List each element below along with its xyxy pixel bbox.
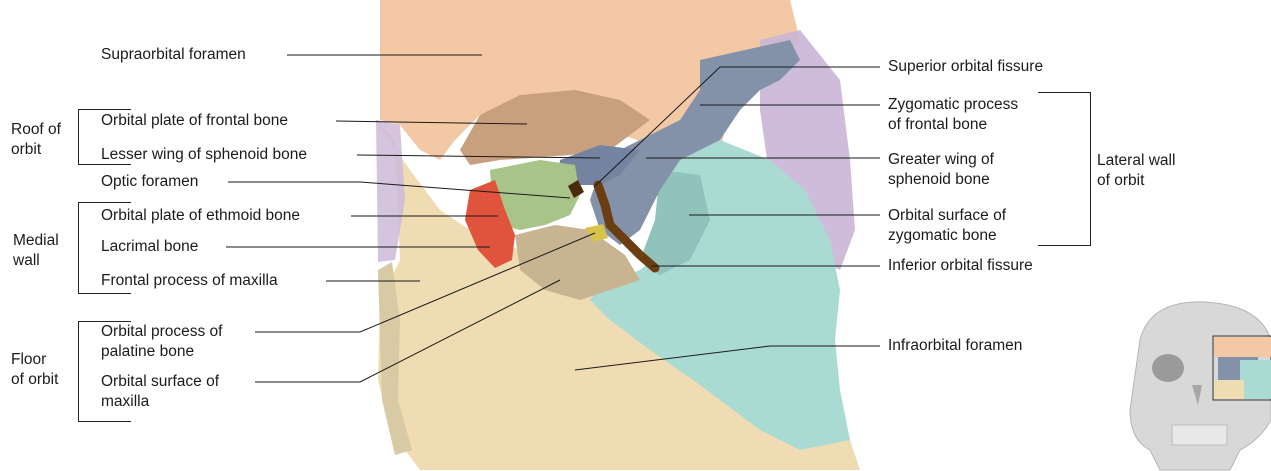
skull-teeth: [1172, 425, 1227, 445]
label-orbital-surface-maxilla-line2: maxilla: [101, 392, 219, 412]
highlight-maxilla: [1214, 380, 1244, 399]
group-roof-line2: orbit: [11, 140, 61, 160]
label-orbital-process-palatine-line1: Orbital process of: [101, 322, 222, 342]
group-roof: Roof of orbit: [11, 120, 61, 160]
label-zygomatic-process-frontal-line2: of frontal bone: [888, 115, 1018, 135]
label-orbital-process-palatine-line2: palatine bone: [101, 342, 222, 362]
label-orbital-plate-ethmoid: Orbital plate of ethmoid bone: [101, 206, 300, 226]
label-orbital-surface-maxilla-line1: Orbital surface of: [101, 372, 219, 392]
skull-eye-left: [1152, 354, 1184, 382]
label-greater-wing-sphenoid-line1: Greater wing of: [888, 150, 994, 170]
group-medial-line2: wall: [13, 251, 59, 271]
label-greater-wing-sphenoid: Greater wing of sphenoid bone: [888, 150, 994, 190]
label-orbital-surface-zygomatic-line2: zygomatic bone: [888, 226, 1006, 246]
label-orbital-process-palatine: Orbital process of palatine bone: [101, 322, 222, 362]
label-lesser-wing-sphenoid: Lesser wing of sphenoid bone: [101, 145, 307, 165]
skull-thumbnail-icon: [1120, 300, 1271, 471]
highlight-zygomatic: [1240, 360, 1271, 399]
group-lateral-line1: Lateral wall: [1097, 151, 1175, 171]
group-roof-line1: Roof of: [11, 120, 61, 140]
group-floor: Floor of orbit: [11, 350, 58, 390]
group-floor-line1: Floor: [11, 350, 58, 370]
label-infraorbital-foramen: Infraorbital foramen: [888, 336, 1022, 356]
label-orbital-surface-zygomatic: Orbital surface of zygomatic bone: [888, 206, 1006, 246]
label-orbital-surface-maxilla: Orbital surface of maxilla: [101, 372, 219, 412]
label-supraorbital-foramen: Supraorbital foramen: [101, 45, 246, 65]
label-zygomatic-process-frontal: Zygomatic process of frontal bone: [888, 95, 1018, 135]
label-optic-foramen: Optic foramen: [101, 172, 198, 192]
label-frontal-process-maxilla: Frontal process of maxilla: [101, 271, 278, 291]
group-lateral: Lateral wall of orbit: [1097, 151, 1175, 191]
label-greater-wing-sphenoid-line2: sphenoid bone: [888, 170, 994, 190]
highlight-frontal: [1214, 337, 1271, 357]
group-medial: Medial wall: [13, 231, 59, 271]
label-superior-orbital-fissure: Superior orbital fissure: [888, 57, 1043, 77]
group-medial-line1: Medial: [13, 231, 59, 251]
lateral-bracket: [1038, 92, 1091, 246]
label-zygomatic-process-frontal-line1: Zygomatic process: [888, 95, 1018, 115]
group-lateral-line2: of orbit: [1097, 171, 1175, 191]
label-lacrimal-bone: Lacrimal bone: [101, 237, 198, 257]
label-inferior-orbital-fissure: Inferior orbital fissure: [888, 256, 1033, 276]
label-orbital-surface-zygomatic-line1: Orbital surface of: [888, 206, 1006, 226]
label-orbital-plate-frontal: Orbital plate of frontal bone: [101, 111, 288, 131]
group-floor-line2: of orbit: [11, 370, 58, 390]
